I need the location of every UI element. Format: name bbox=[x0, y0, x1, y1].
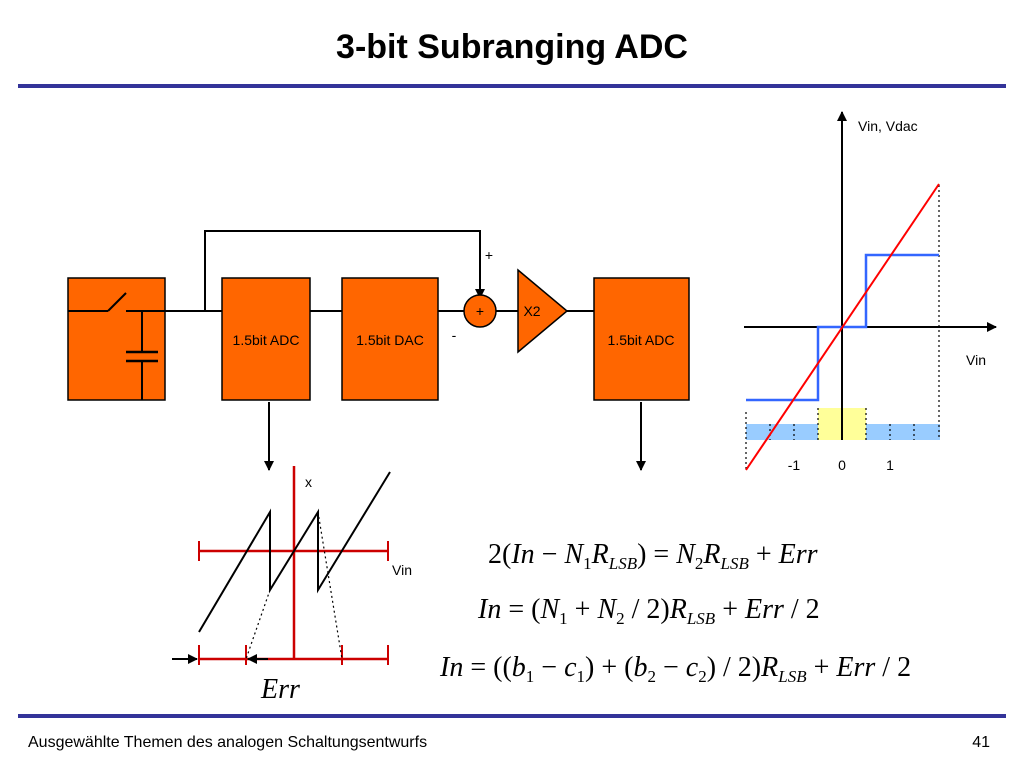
residue-x-label: Vin bbox=[392, 562, 412, 578]
title-rule bbox=[18, 84, 1006, 88]
error-label: Err bbox=[260, 674, 300, 705]
adc1-label: 1.5bit ADC bbox=[233, 332, 300, 348]
slide-title: 3-bit Subranging ADC bbox=[336, 28, 688, 66]
switch-icon bbox=[107, 292, 127, 312]
block-diagram: 1.5bit ADC 1.5bit DAC + + - X2 1.5bit AD… bbox=[67, 230, 690, 471]
minus-input-label: - bbox=[452, 327, 457, 343]
equation-1: 2(In − N1RLSB) = N2RLSB + Err bbox=[488, 539, 818, 573]
residue-sawtooth bbox=[198, 471, 391, 633]
residue-y-label: x bbox=[305, 474, 312, 490]
transfer-plot: Vin, Vdac Vin -1 0 1 bbox=[744, 111, 997, 473]
tick-label-0: 0 bbox=[838, 457, 846, 473]
footer-text: Ausgewählte Themen des analogen Schaltun… bbox=[28, 734, 428, 751]
equations: 2(In − N1RLSB) = N2RLSB + Err In = (N1 +… bbox=[439, 539, 911, 686]
residue-plot: x Vin Err bbox=[172, 466, 412, 705]
equation-3: In = ((b1 − c1) + (b2 − c2) / 2)RLSB + E… bbox=[439, 652, 911, 686]
summer-symbol: + bbox=[476, 303, 484, 319]
equation-2: In = (N1 + N2 / 2)RLSB + Err / 2 bbox=[477, 594, 820, 628]
adc2-block: 1.5bit ADC bbox=[593, 277, 690, 401]
tick-label-neg1: -1 bbox=[788, 457, 801, 473]
summing-node: + + - bbox=[452, 247, 497, 343]
footer-rule bbox=[18, 714, 1006, 718]
gain-label: X2 bbox=[523, 303, 540, 319]
adc2-label: 1.5bit ADC bbox=[608, 332, 675, 348]
tick-label-1: 1 bbox=[886, 457, 894, 473]
page-number: 41 bbox=[972, 734, 990, 751]
ideal-transfer-line bbox=[745, 183, 940, 471]
transfer-y-label: Vin, Vdac bbox=[858, 118, 918, 134]
plus-input-label: + bbox=[485, 247, 493, 263]
dac-label: 1.5bit DAC bbox=[356, 332, 424, 348]
transfer-x-label: Vin bbox=[966, 352, 986, 368]
gain-amplifier: X2 bbox=[517, 268, 569, 354]
sample-hold-block bbox=[67, 277, 166, 401]
dac-block: 1.5bit DAC bbox=[341, 277, 439, 401]
adc1-block: 1.5bit ADC bbox=[221, 277, 311, 401]
